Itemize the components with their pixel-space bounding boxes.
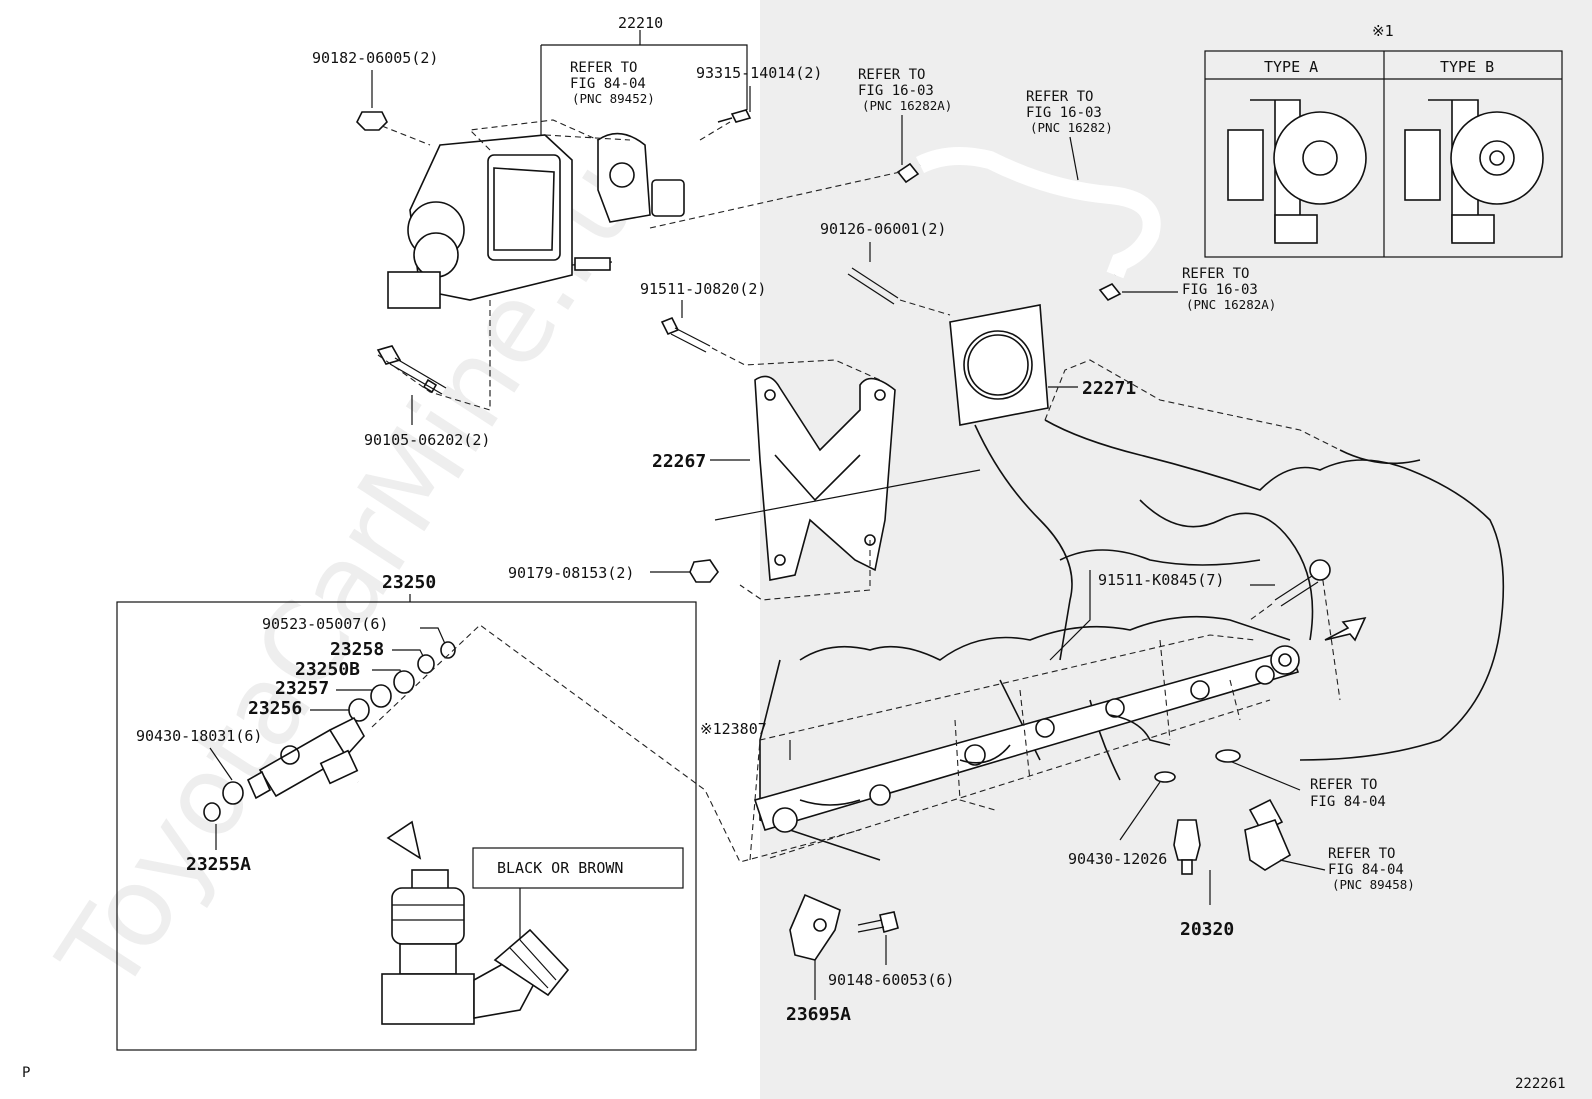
part-23257[interactable]: 23257 [275, 678, 329, 699]
type-a-sensor [1227, 99, 1367, 244]
part-23695a[interactable]: 23695A [786, 1004, 851, 1025]
part-22210[interactable]: 22210 [618, 14, 663, 32]
vacuum-hose [896, 147, 1161, 279]
spacer-23250b [393, 670, 415, 694]
ref-fig-84-04-a-l3: (PNC 89452) [572, 91, 655, 106]
part-22271[interactable]: 22271 [1082, 378, 1136, 399]
part-23255a[interactable]: 23255A [186, 854, 251, 875]
nut-90182 [356, 111, 388, 131]
bolt-91511-k0845 [1274, 559, 1331, 607]
ref-fig-84-04-c-l2: FIG 84-04 [1328, 862, 1404, 878]
stud-90126 [847, 267, 899, 305]
part-90148-60053[interactable]: 90148-60053(6) [828, 971, 954, 989]
throttle-body [387, 134, 613, 309]
part-23256[interactable]: 23256 [248, 698, 302, 719]
fuel-injector [246, 716, 365, 800]
hose-clip [1098, 282, 1122, 302]
intake-manifold [714, 359, 1505, 861]
part-23807[interactable]: ※123807 [700, 720, 767, 738]
direction-arrow [1324, 616, 1367, 642]
ref-fig-16-03-b-l1: REFER TO [1026, 89, 1093, 105]
ref-fig-16-03-b-l3: (PNC 16282) [1030, 120, 1113, 135]
ref-fig-84-04-a-l2: FIG 84-04 [570, 76, 646, 92]
part-90182-06005[interactable]: 90182-06005(2) [312, 49, 438, 67]
part-23250b[interactable]: 23250B [295, 659, 360, 680]
type-inset: ※1 TYPE A TYPE B [1204, 22, 1563, 258]
ref-fig-84-04-b-l2: FIG 84-04 [1310, 794, 1386, 810]
part-91511-j0820[interactable]: 91511-J0820(2) [640, 280, 766, 298]
ref-fig-84-04-c-l1: REFER TO [1328, 846, 1395, 862]
part-90523-05007[interactable]: 90523-05007(6) [262, 615, 388, 633]
type-b-sensor [1404, 99, 1544, 244]
o-ring-90430-12026 [1154, 771, 1176, 783]
fuel-delivery-pipe [753, 645, 1300, 833]
ref-fig-16-03-c-l1: REFER TO [1182, 266, 1249, 282]
detail-arrow [386, 820, 422, 860]
ring-23257 [370, 684, 392, 708]
injector-detail [381, 869, 570, 1025]
ref-fig-16-03-a-l1: REFER TO [858, 67, 925, 83]
nut-90179 [689, 559, 719, 583]
footer-mark: P [22, 1065, 30, 1081]
part-20320[interactable]: 20320 [1180, 919, 1234, 940]
part-90126-06001[interactable]: 90126-06001(2) [820, 220, 946, 238]
color-note-box [472, 847, 684, 889]
bolt-91511-j0820 [660, 316, 711, 353]
part-90430-12026[interactable]: 90430-12026 [1068, 850, 1167, 868]
bolt-90148 [857, 911, 899, 933]
part-23258[interactable]: 23258 [330, 639, 384, 660]
inset-title: ※1 [1372, 22, 1394, 40]
part-23250[interactable]: 23250 [382, 572, 436, 593]
grommet-23255a [203, 802, 221, 822]
o-ring-rail [1215, 749, 1241, 763]
ref-fig-84-04-c-l3: (PNC 89458) [1332, 877, 1415, 892]
fuel-pressure-sensor-20320 [1173, 819, 1201, 875]
ref-fig-16-03-b-l2: FIG 16-03 [1026, 105, 1102, 121]
ref-fig-16-03-a-l2: FIG 16-03 [858, 83, 934, 99]
ref-fig-84-04-b-l1: REFER TO [1310, 777, 1377, 793]
ref-fig-16-03-a-l3: (PNC 16282A) [862, 98, 952, 113]
washer-90523 [440, 641, 456, 659]
o-ring-23256 [348, 698, 370, 722]
type-a-label: TYPE A [1264, 58, 1318, 76]
temperature-sensor [1244, 798, 1292, 871]
screw-93315 [717, 109, 752, 123]
gasket-22271 [949, 304, 1049, 426]
bracket-23695a [789, 893, 841, 961]
part-91511-k0845[interactable]: 91511-K0845(7) [1098, 571, 1224, 589]
cushion-23258 [417, 654, 435, 674]
washer-90430-18031 [222, 781, 244, 805]
ref-fig-84-04-a-l1: REFER TO [570, 60, 637, 76]
part-22267[interactable]: 22267 [652, 451, 706, 472]
ref-fig-16-03-c-l3: (PNC 16282A) [1186, 297, 1276, 312]
stay-22267 [754, 375, 896, 581]
type-b-label: TYPE B [1440, 58, 1494, 76]
part-90105-06202[interactable]: 90105-06202(2) [364, 431, 490, 449]
part-90430-18031[interactable]: 90430-18031(6) [136, 727, 262, 745]
part-93315-14014[interactable]: 93315-14014(2) [696, 64, 822, 82]
throttle-position-sensor [597, 132, 651, 223]
part-90179-08153[interactable]: 90179-08153(2) [508, 564, 634, 582]
injector-box [116, 601, 697, 1051]
ref-fig-16-03-c-l2: FIG 16-03 [1182, 282, 1258, 298]
bolt-90105 [376, 345, 447, 395]
illustration-number: 222261 [1515, 1076, 1566, 1092]
color-note: BLACK OR BROWN [497, 859, 623, 877]
